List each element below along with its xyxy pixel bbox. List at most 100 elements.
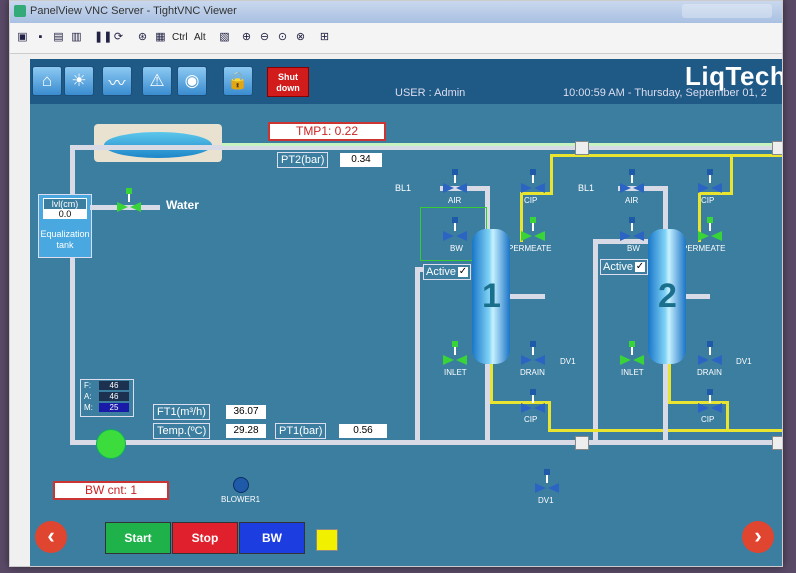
active-label-2: Active (603, 261, 633, 273)
feed-pump[interactable] (96, 429, 126, 459)
inlet-label-2: INLET (621, 368, 644, 377)
alt-key-button[interactable]: Alt (194, 32, 206, 43)
m-value[interactable]: 25 (99, 403, 129, 412)
permeate-label-2: PERMEATE (682, 244, 726, 253)
temp-value: 29.28 (226, 424, 266, 438)
save-icon[interactable]: ▪ (38, 31, 43, 43)
ctrl-key-button[interactable]: Ctrl (172, 32, 188, 43)
flange-4 (772, 436, 782, 450)
filter-column-1[interactable] (472, 229, 510, 364)
permeate-riser-2 (698, 192, 701, 242)
column-number-2: 2 (658, 277, 677, 315)
drain-label-2: DRAIN (697, 368, 722, 377)
cip-top-valve-2[interactable] (698, 169, 722, 195)
bw-label-2: BW (627, 244, 640, 253)
inlet-branch-2 (593, 239, 648, 244)
hmi-panel: ⌂ ☀ 〰 ⚠ ◉ 🔒 Shut down USER : Admin 10:00… (30, 59, 782, 566)
f-label: F: (84, 381, 92, 390)
refresh-icon[interactable]: ⟳ (113, 31, 124, 43)
permeate-riser-1 (520, 192, 523, 242)
drain-label-1: DRAIN (520, 368, 545, 377)
m-label: M: (84, 403, 93, 412)
clipboard-icon[interactable]: ▧ (219, 31, 230, 43)
tank-level-value: 0.0 (43, 209, 87, 219)
a-value: 46 (99, 392, 129, 401)
active-checkbox-2[interactable]: ✓ (634, 261, 645, 273)
active-toggle-1[interactable]: Active✓ (423, 264, 471, 280)
filter-column-2[interactable] (648, 229, 686, 364)
cip-top-valve-1[interactable] (521, 169, 545, 195)
cip-bottom-valve-1[interactable] (521, 389, 545, 415)
window-title: PanelView VNC Server - TightVNC Viewer (30, 5, 237, 17)
drain-pipe-1 (485, 364, 490, 444)
new-connection-icon[interactable]: ▣ (17, 31, 28, 43)
options-icon[interactable]: ▤ (53, 31, 64, 43)
permeate-link-1 (520, 192, 553, 195)
tmp1-display: TMP1: 0.22 (268, 122, 386, 141)
dv1-bottom-valve[interactable] (535, 469, 559, 495)
air-line (222, 143, 782, 146)
active-checkbox-1[interactable]: ✓ (457, 266, 468, 278)
zoom-out-icon[interactable]: ⊖ (259, 31, 270, 43)
left-return-pipe (70, 145, 75, 445)
cip-riser-1 (548, 401, 551, 431)
bl1-label-col2: BL1 (578, 183, 595, 193)
permeate-drop-2 (730, 154, 733, 194)
prev-page-button[interactable]: ‹ (35, 521, 67, 553)
inlet-riser-2 (593, 239, 598, 442)
cip-bottom-1 (490, 401, 550, 404)
air-valve-2[interactable] (620, 169, 644, 195)
pause-icon[interactable]: ❚❚ (94, 31, 113, 43)
info-icon[interactable]: ▥ (71, 31, 82, 43)
air-label-1: AIR (448, 196, 462, 205)
ft1-label: FT1(m³/h) (153, 404, 210, 420)
drain-pipe-2 (663, 364, 668, 444)
bw-label-1: BW (450, 244, 463, 253)
cip-riser-2 (726, 401, 729, 431)
ctrl-alt-del-icon[interactable]: ⊛ (137, 31, 148, 43)
inlet-valve-1[interactable] (443, 341, 467, 367)
air-valve-1[interactable] (443, 169, 467, 195)
bw-valve-1[interactable] (443, 217, 467, 243)
permeate-header (550, 154, 782, 157)
water-valve[interactable] (117, 188, 141, 214)
stop-button[interactable]: Stop (172, 522, 238, 554)
permeate-valve-2[interactable] (698, 217, 722, 243)
zoom-fit-icon[interactable]: ⊗ (295, 31, 306, 43)
shutdown-button[interactable]: Shut down (267, 67, 309, 97)
sun-icon[interactable]: ☀ (64, 66, 94, 96)
next-page-button[interactable]: › (742, 521, 774, 553)
active-toggle-2[interactable]: Active✓ (600, 259, 648, 275)
drain-valve-1[interactable] (521, 341, 545, 367)
permeate-link-2 (698, 192, 733, 195)
main-return-pipe (70, 440, 782, 445)
column-number-1: 1 (482, 277, 501, 315)
trend-icon[interactable]: 〰 (102, 66, 132, 96)
user-label: USER : Admin (395, 87, 466, 99)
start-button[interactable]: Start (105, 522, 171, 554)
alarm-icon[interactable]: ⚠ (142, 66, 172, 96)
transfer-icon[interactable]: ▦ (155, 31, 166, 43)
globe-icon[interactable]: ◉ (177, 66, 207, 96)
bw-button[interactable]: BW (239, 522, 305, 554)
drain-valve-2[interactable] (698, 341, 722, 367)
f-value: 46 (99, 381, 129, 390)
inlet-valve-2[interactable] (620, 341, 644, 367)
cip-bottom-valve-2[interactable] (698, 389, 722, 415)
permeate-valve-1[interactable] (521, 217, 545, 243)
fullscreen-icon[interactable]: ⊞ (319, 31, 330, 43)
title-bar: PanelView VNC Server - TightVNC Viewer (10, 1, 782, 23)
tank-label-line1: Equalization (40, 229, 90, 239)
blower-icon[interactable] (233, 477, 249, 493)
bw-valve-2[interactable] (620, 217, 644, 243)
cip-bottom-label-1: CIP (524, 415, 538, 424)
zoom-100-icon[interactable]: ⊙ (277, 31, 288, 43)
lock-icon[interactable]: 🔒 (223, 66, 253, 96)
cip-top-label-1: CIP (524, 196, 538, 205)
equalization-tank[interactable]: lvl(cm) 0.0 Equalization tank (38, 194, 92, 258)
cip-bottom-2 (668, 401, 728, 404)
window-controls[interactable] (682, 4, 772, 18)
zoom-in-icon[interactable]: ⊕ (241, 31, 252, 43)
inlet-label-1: INLET (444, 368, 467, 377)
home-icon[interactable]: ⌂ (32, 66, 62, 96)
